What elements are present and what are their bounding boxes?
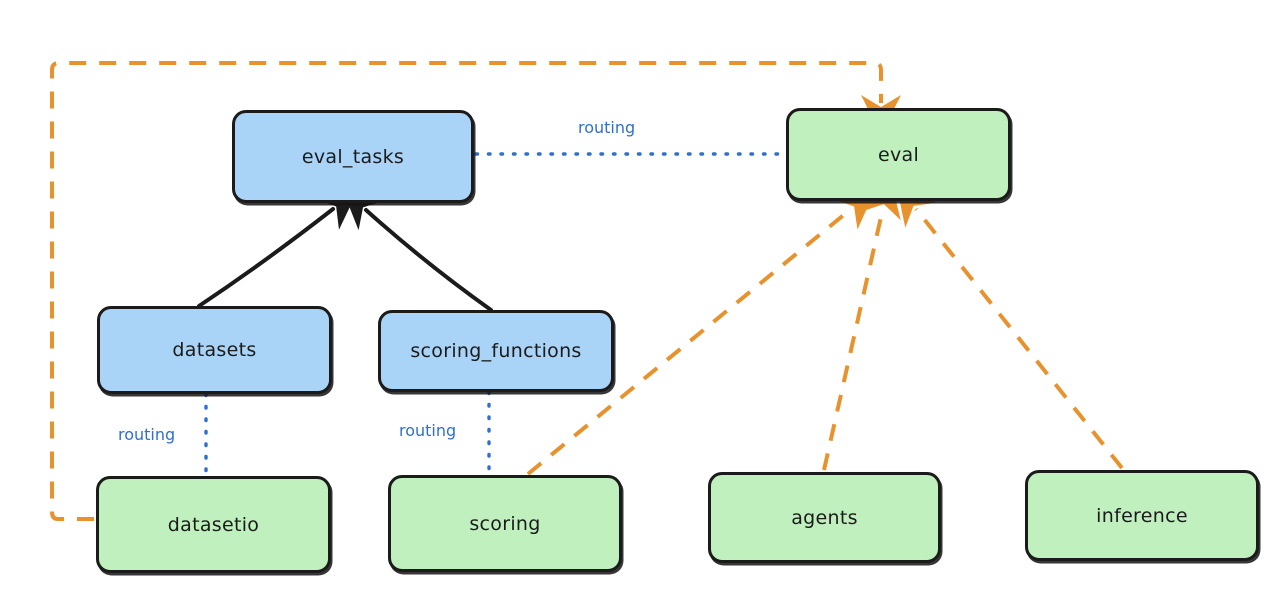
node-label: scoring_functions bbox=[410, 340, 582, 362]
node-inference[interactable]: inference bbox=[1025, 470, 1259, 561]
edge-label-routing-datasetio: routing bbox=[118, 425, 176, 444]
node-eval-tasks[interactable]: eval_tasks bbox=[232, 110, 474, 203]
node-label: scoring bbox=[469, 512, 541, 535]
node-scoring[interactable]: scoring bbox=[388, 475, 622, 572]
edge-label-routing-eval: routing bbox=[578, 118, 636, 137]
node-agents[interactable]: agents bbox=[708, 472, 941, 563]
edge-scoring-eval bbox=[526, 188, 876, 476]
node-label: eval_tasks bbox=[301, 145, 405, 168]
node-label: inference bbox=[1096, 504, 1188, 527]
edge-scoring_functions-eval_tasks bbox=[342, 188, 493, 312]
node-label: eval bbox=[877, 143, 920, 166]
edge-inference-eval bbox=[896, 183, 1124, 470]
edge-label-routing-scoring: routing bbox=[399, 421, 457, 440]
node-datasets[interactable]: datasets bbox=[97, 306, 332, 394]
node-scoring-functions[interactable]: scoring_functions bbox=[378, 310, 614, 392]
edge-agents-eval bbox=[822, 176, 901, 471]
edge-datasetio-eval bbox=[50, 61, 901, 521]
node-datasetio[interactable]: datasetio bbox=[96, 476, 331, 573]
node-eval[interactable]: eval bbox=[786, 108, 1011, 201]
node-label: datasetio bbox=[167, 513, 260, 536]
node-label: agents bbox=[791, 506, 858, 529]
node-label: datasets bbox=[172, 339, 257, 361]
edge-datasets-eval_tasks bbox=[197, 189, 359, 308]
